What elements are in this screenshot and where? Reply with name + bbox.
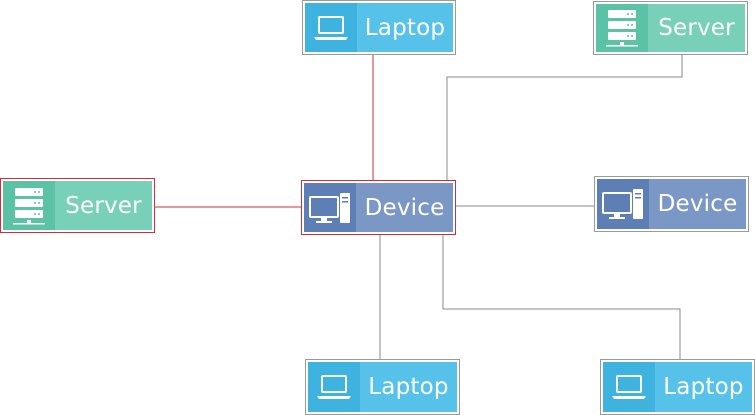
node-device-right[interactable]: Device [594, 176, 749, 232]
node-label: Device [356, 183, 453, 232]
node-server-left[interactable]: Server [0, 178, 155, 233]
server-icon [3, 181, 55, 230]
node-label: Device [649, 179, 746, 229]
node-label: Laptop [360, 362, 457, 412]
edge-device-to-laptop-bottom2[interactable] [442, 235, 681, 359]
node-laptop-bottom-left[interactable]: Laptop [305, 359, 460, 415]
node-device-center[interactable]: Device [301, 180, 456, 235]
laptop-icon [308, 362, 360, 412]
node-server-topright[interactable]: Server [593, 1, 748, 55]
node-label: Laptop [655, 362, 752, 412]
node-label: Server [55, 181, 152, 230]
edge-device-to-server-topright[interactable] [446, 55, 683, 180]
node-laptop-bottom-right[interactable]: Laptop [600, 359, 755, 415]
node-laptop-top[interactable]: Laptop [302, 0, 456, 55]
node-label: Laptop [357, 3, 453, 52]
desktop-computer-icon [304, 183, 356, 232]
laptop-icon [603, 362, 655, 412]
desktop-computer-icon [597, 179, 649, 229]
server-icon [596, 4, 648, 52]
laptop-icon [305, 3, 357, 52]
node-label: Server [648, 4, 745, 52]
